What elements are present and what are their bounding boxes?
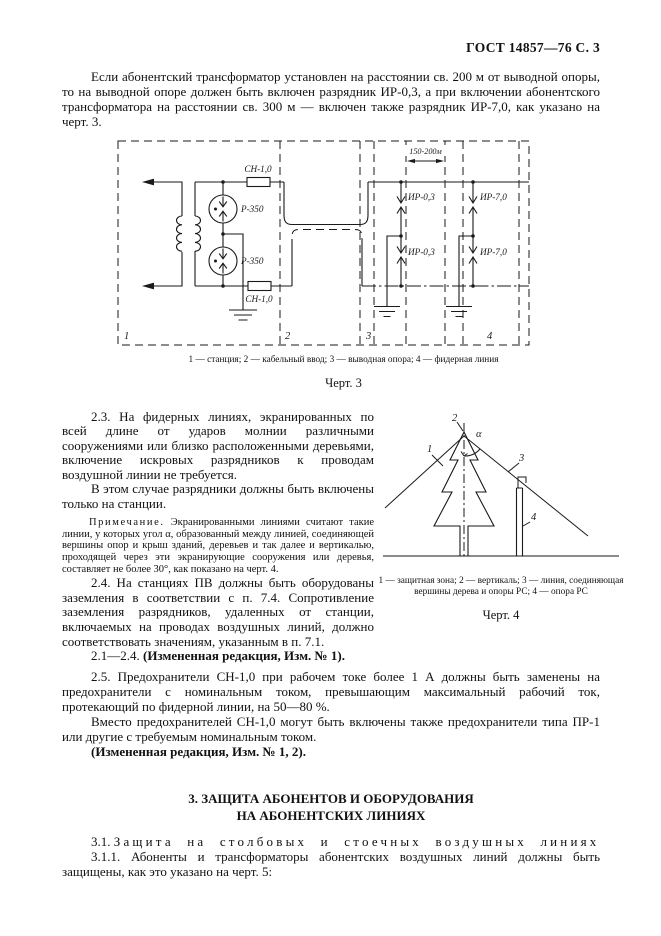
para-2-4: 2.4. На станциях ПВ должны быть оборудов… [62, 575, 374, 649]
fuse-top: СН-1,0 [195, 164, 284, 188]
ir70-top-label: ИР-7,0 [479, 192, 507, 202]
tree-silhouette [433, 430, 495, 556]
arrester-bottom-label: Р-350 [240, 256, 264, 266]
figure4: α 1 2 3 4 1 — защитная зона; 2 — вертика… [377, 410, 625, 664]
figure4-number-labels: 1 2 3 4 [427, 413, 537, 526]
para-2-1-2-4: 2.1—2.4. (Измененная редакция, Изм. № 1)… [62, 648, 374, 664]
label-2: 2 [452, 413, 458, 424]
para-2-3: 2.3. На фидерных линиях, экранированных … [62, 408, 374, 482]
ir03-top-label: ИР-0,3 [407, 192, 435, 202]
para-2-3b: В этом случае разрядники должны быть вкл… [62, 481, 374, 512]
section3-heading-line2: НА АБОНЕНТСКИХ ЛИНИЯХ [236, 807, 426, 823]
pole-symbol [515, 476, 527, 556]
arrester-top-label: Р-350 [240, 204, 264, 214]
arrester-p350-bottom: Р-350 [208, 223, 264, 288]
transformer-symbol [176, 182, 201, 286]
tree-diagram-figure4: α 1 2 3 4 [383, 413, 619, 557]
para-2-1-2-4-bold: (Измененная редакция, Изм. № 1). [143, 648, 345, 664]
connecting-line [463, 435, 589, 536]
figure3-caption: 1 — станция; 2 — кабельный ввод; 3 — выв… [188, 355, 499, 365]
fuse-top-label: СН-1,0 [244, 164, 272, 174]
figure3: СН-1,0 Р-350 Р-350 [62, 139, 625, 391]
distance-dimension: 150-200м [403, 145, 448, 164]
section3-heading: 3. ЗАЩИТА АБОНЕНТОВ И ОБОРУДОВАНИЯ НА АБ… [62, 790, 600, 824]
label-4: 4 [531, 512, 537, 523]
zone2-label: 2 [285, 331, 291, 342]
label-3: 3 [518, 453, 524, 464]
note-label: Примечание. [89, 516, 165, 528]
cable-symbol [283, 182, 369, 286]
station-line-arrows [142, 178, 183, 290]
ir70-bottom-label: ИР-7,0 [479, 247, 507, 257]
alpha-label: α [476, 429, 482, 440]
para-3-1-1: 3.1.1. Абоненты и трансформаторы абонент… [62, 848, 600, 879]
fuse-bottom-label: СН-1,0 [245, 294, 273, 304]
distance-label: 150-200м [409, 147, 442, 156]
zone1-label: 1 [124, 331, 129, 342]
zone3-label: 3 [365, 331, 371, 342]
spark-gap-ir03: ИР-0,3 ИР-0,3 [374, 182, 435, 318]
ir03-bottom-label: ИР-0,3 [407, 247, 435, 257]
protection-zone-line [384, 435, 465, 508]
doc-header: ГОСТ 14857—76 С. 3 [466, 40, 600, 55]
para-3-1-num: 3.1. [91, 833, 111, 849]
para-3-1: 3.1. Защита на столбовых и стоечных возд… [62, 834, 625, 849]
circuit-diagram-figure3: СН-1,0 Р-350 Р-350 [117, 140, 530, 346]
para-2-5: 2.5. Предохранители СН-1,0 при рабочем т… [62, 668, 600, 714]
spark-gap-ir70: ИР-7,0 ИР-7,0 [446, 182, 507, 318]
two-column-section: 2.3. На фидерных линиях, экранированных … [62, 408, 625, 664]
left-text-column: 2.3. На фидерных линиях, экранированных … [62, 408, 374, 664]
note-text: Экранированными линиями считают такие ли… [62, 516, 374, 576]
zone4-label: 4 [487, 331, 493, 342]
section3-heading-line1: 3. ЗАЩИТА АБОНЕНТОВ И ОБОРУДОВАНИЯ [188, 790, 474, 806]
para-2-1-2-4-num: 2.1—2.4. [91, 648, 140, 664]
figure3-title: Черт. 3 [325, 375, 362, 390]
note-paragraph: Примечание. Экранированными линиями счит… [62, 517, 374, 577]
label-1: 1 [427, 444, 432, 455]
zone-frame [117, 140, 530, 346]
zone-labels: 1 2 3 4 [124, 331, 493, 342]
figure4-title: Черт. 4 [482, 607, 520, 622]
para-2-5b: Вместо предохранителей СН-1,0 могут быть… [62, 713, 600, 744]
fuse-bottom: СН-1,0 [195, 280, 292, 304]
figure4-caption: 1 — защитная зона; 2 — вертикаль; 3 — ли… [378, 575, 624, 598]
alpha-angle: α [460, 429, 482, 457]
para-2-5-amendment: (Измененная редакция, Изм. № 1, 2). [91, 743, 306, 759]
station-ground [223, 233, 257, 321]
para-3-1-text: Защита на столбовых и стоечных воздушных… [113, 833, 600, 849]
intro-paragraph: Если абонентский трансформатор установле… [62, 69, 600, 129]
